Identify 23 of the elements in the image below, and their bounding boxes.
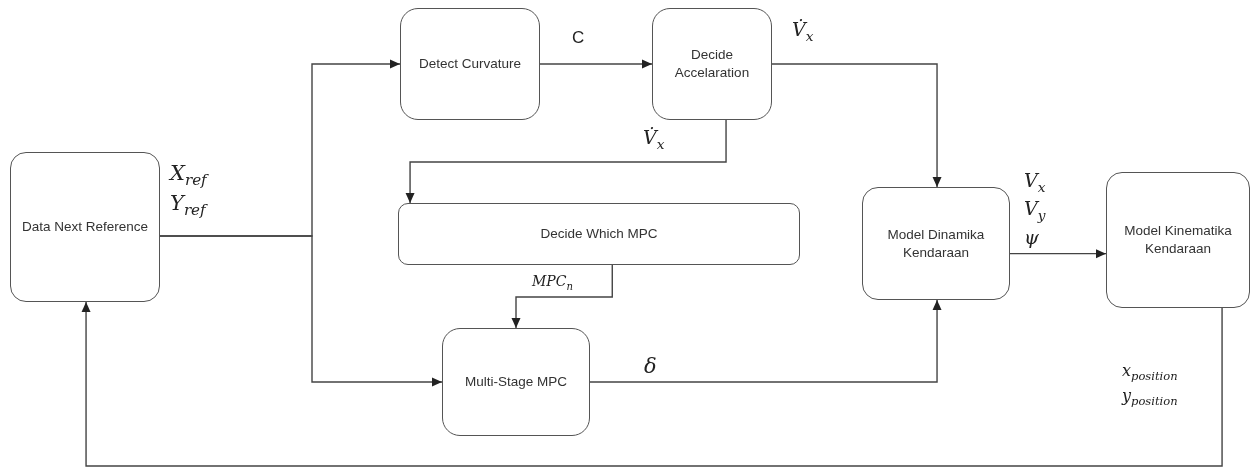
edge-label: X$_{ref}$ Y$_{ref}$ xyxy=(170,160,210,221)
process-box: Data Next Reference xyxy=(10,152,160,302)
process-box: Detect Curvature xyxy=(400,8,540,120)
arrow xyxy=(1009,249,1107,259)
arrow xyxy=(159,235,443,387)
process-box: Model Dinamika Kendaraan xyxy=(862,187,1010,300)
edge-label: x$_{position}$ y$_{position}$ xyxy=(1122,360,1179,410)
process-box: Decide Accelaration xyxy=(652,8,772,120)
arrow xyxy=(771,63,942,188)
process-box: Decide Which MPC xyxy=(398,203,800,265)
edge-label: V̇$_{x}$ xyxy=(792,17,815,46)
process-box: Model Kinematika Kendaraan xyxy=(1106,172,1250,308)
arrow xyxy=(539,59,653,69)
edge-label: V$_{x}$ V$_{y}$ ψ xyxy=(1024,168,1047,249)
arrow xyxy=(589,299,942,383)
arrow xyxy=(511,264,613,329)
arrow xyxy=(405,119,727,204)
arrow xyxy=(81,301,1223,467)
edge-label: C xyxy=(572,28,586,49)
process-box: Multi-Stage MPC xyxy=(442,328,590,436)
edge-label: MPC$_{n}$ xyxy=(532,273,574,293)
edge-label: V̇$_{x}$ xyxy=(643,125,666,154)
edge-label: δ xyxy=(644,354,658,380)
